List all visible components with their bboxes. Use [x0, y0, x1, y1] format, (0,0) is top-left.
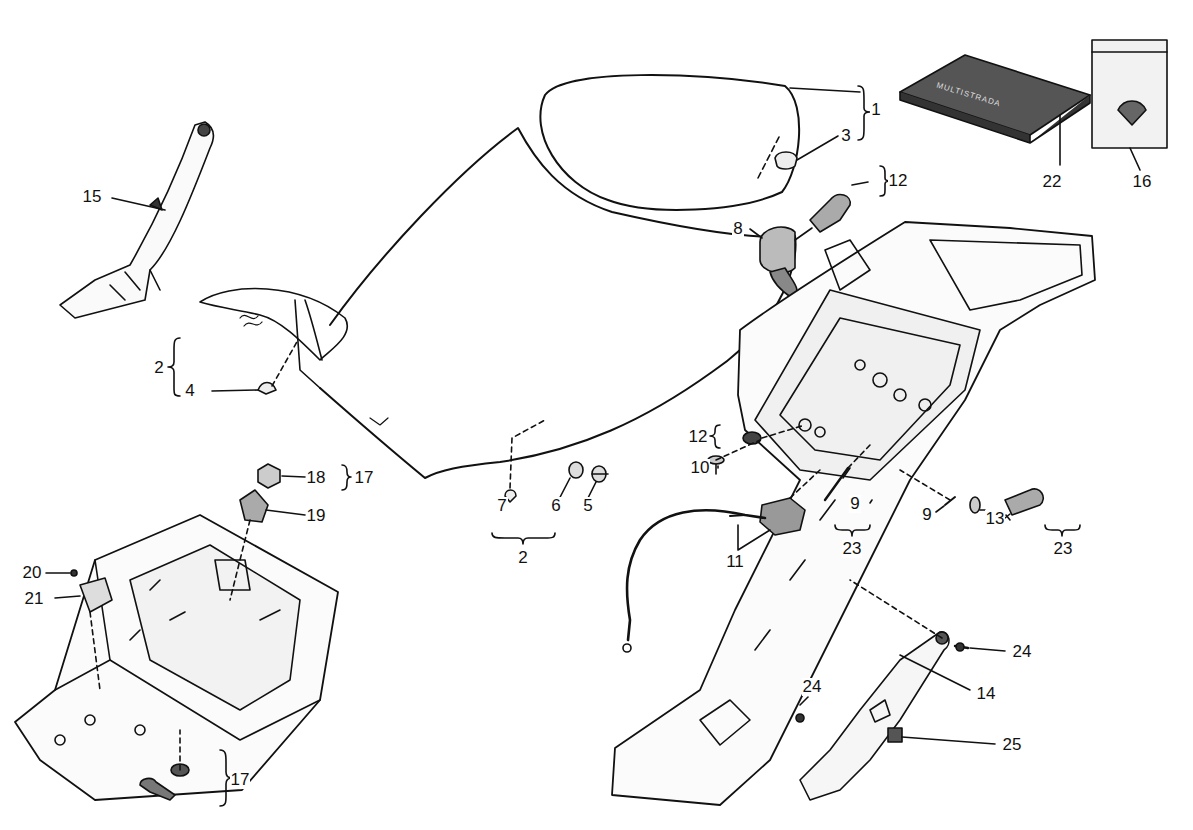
callout-number: 22 [1042, 173, 1063, 192]
callout-number: 24 [1012, 643, 1033, 662]
callout-number: 16 [1132, 173, 1153, 192]
callout-number: 19 [306, 507, 327, 526]
callout-number: 21 [24, 590, 45, 609]
callout-number: 20 [22, 564, 43, 583]
callout-number: 12 [888, 172, 909, 191]
callout-number: 10 [690, 459, 711, 478]
callout-number: 17 [354, 469, 375, 488]
callout-number: 3 [840, 127, 851, 146]
callout-number: 14 [976, 685, 997, 704]
callout-number: 2 [153, 359, 164, 378]
callout-number: 2 [517, 549, 528, 568]
callout-number: 17 [230, 771, 251, 790]
callout-number: 6 [550, 497, 561, 516]
callout-number: 23 [842, 540, 863, 559]
callout-number: 1 [870, 101, 881, 120]
callout-number: 7 [496, 497, 507, 516]
callout-number: 9 [921, 506, 932, 525]
callout-number: 24 [802, 678, 823, 697]
callout-number: 11 [725, 553, 745, 572]
callout-number: 5 [582, 497, 593, 516]
callout-number: 15 [82, 188, 103, 207]
callout-number: 25 [1002, 736, 1023, 755]
callout-number: 23 [1053, 540, 1074, 559]
callout-number: 9 [849, 495, 860, 514]
callout-number: 8 [732, 220, 743, 239]
callout-number: 18 [306, 469, 327, 488]
callout-number: 12 [688, 428, 709, 447]
callout-number: 13 [985, 510, 1006, 529]
callout-number: 4 [184, 382, 195, 401]
